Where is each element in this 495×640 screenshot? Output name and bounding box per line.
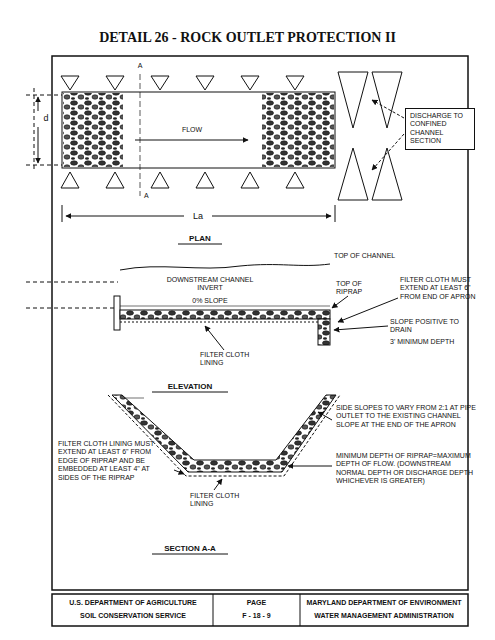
view-title: ELEVATION [140, 382, 240, 392]
dimension-label: La [186, 211, 210, 222]
note-label: FILTER CLOTH MUST EXTEND AT LEAST 6" FRO… [400, 276, 478, 301]
dimension-label: d [40, 113, 52, 124]
footer-cell: PAGE [214, 599, 299, 607]
note-label: FILTER CLOTH LINING [200, 351, 256, 368]
note-label: TOP OF CHANNEL [334, 252, 404, 260]
note-label: DOWNSTREAM CHANNEL INVERT [160, 276, 260, 293]
footer-cell: SOIL CONSERVATION SERVICE [54, 612, 212, 620]
callout-text: DISCHARGE TO CONFINED CHANNEL SECTION [410, 112, 470, 146]
plan-view [26, 72, 404, 244]
footer-cell: WATER MANAGEMENT ADMINISTRATION [301, 612, 467, 620]
view-title: SECTION A-A [140, 544, 240, 554]
footer-cell: MARYLAND DEPARTMENT OF ENVIRONMENT [301, 599, 467, 607]
note-label: SIDE SLOPES TO VARY FROM 2:1 AT PIPE OUT… [336, 404, 478, 429]
note-label: FILTER CLOTH LINING MUST EXTEND AT LEAST… [58, 440, 170, 482]
section-mark: A [144, 192, 160, 200]
footer-cell: F - 18 - 9 [214, 612, 299, 620]
note-label: 3' MINIMUM DEPTH [390, 338, 462, 346]
detail-title: DETAIL 26 - ROCK OUTLET PROTECTION II [0, 30, 495, 46]
note-label: FILTER CLOTH LINING [190, 492, 246, 509]
note-label: MINIMUM DEPTH OF RIPRAP=MAXIMUM DEPTH OF… [336, 452, 478, 486]
note-label: SLOPE POSITIVE TO DRAIN [390, 318, 472, 335]
callout-box: DISCHARGE TO CONFINED CHANNEL SECTION [405, 108, 475, 150]
note-label: TOP OF RIPRAP [336, 280, 376, 297]
footer-cell: U.S. DEPARTMENT OF AGRICULTURE [54, 599, 212, 607]
footer-table [52, 594, 468, 626]
elevation-view [26, 264, 398, 392]
section-view [108, 395, 340, 554]
flow-label: FLOW [170, 126, 214, 134]
note-label: 0% SLOPE [160, 297, 260, 305]
view-title: PLAN [160, 234, 240, 244]
section-mark: A [132, 62, 148, 70]
